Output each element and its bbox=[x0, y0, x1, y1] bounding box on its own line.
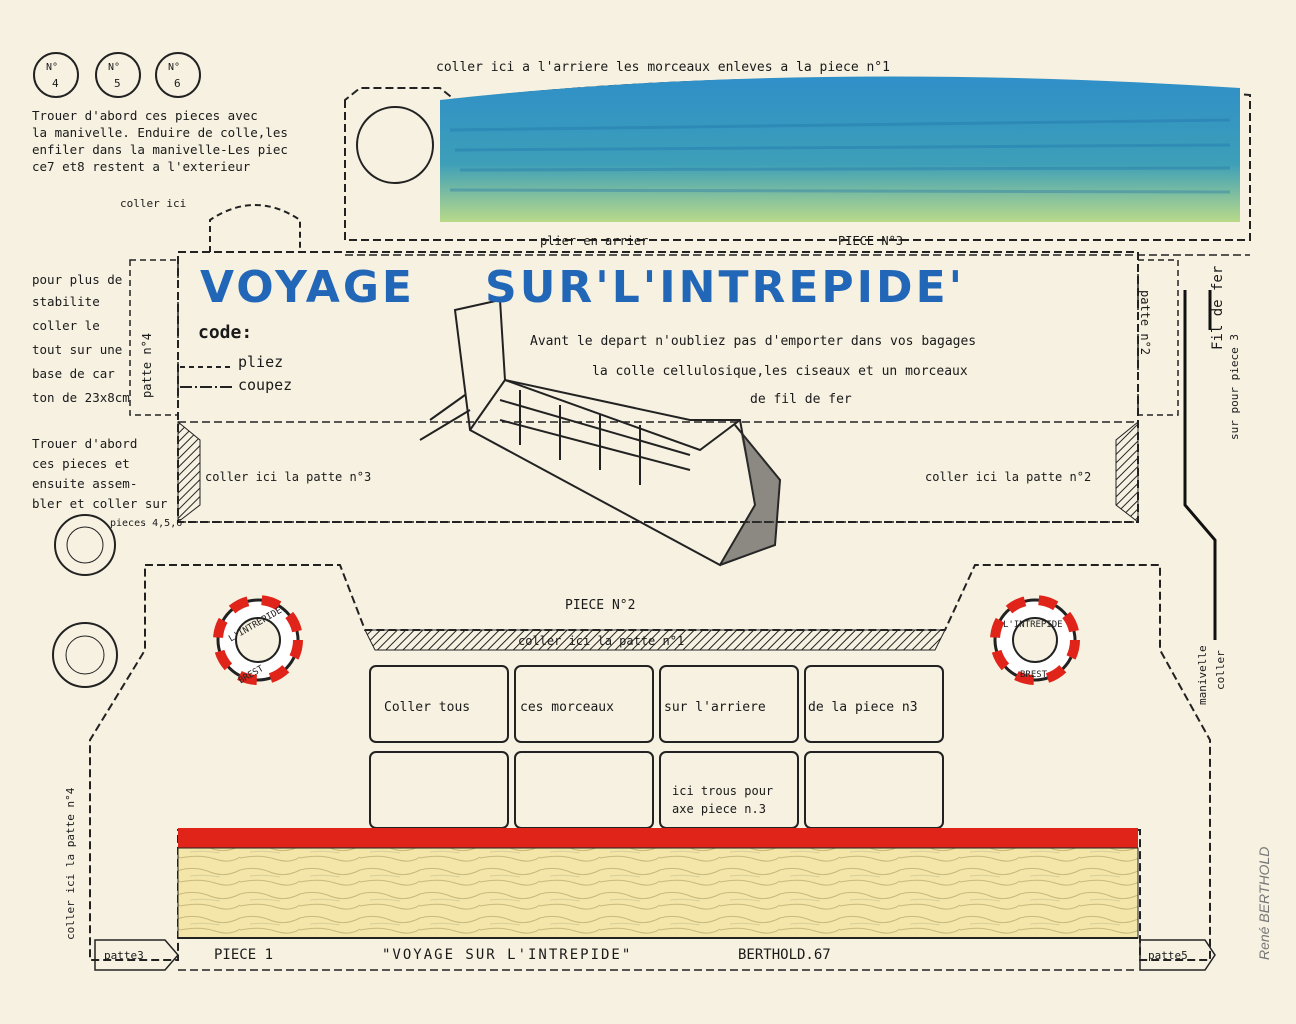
code-pliez: pliez bbox=[238, 353, 284, 371]
lifebuoy-right bbox=[990, 595, 1080, 685]
sur-piece3-label: sur pour piece 3 bbox=[1228, 334, 1241, 440]
piece5-num: 5 bbox=[114, 77, 121, 90]
piece5-no: N° bbox=[108, 62, 121, 73]
patte4-label: patte n°4 bbox=[140, 332, 154, 398]
lifebuoy-left bbox=[213, 595, 303, 685]
panel-text-1: Coller tous bbox=[384, 700, 471, 715]
note-stab-5: base de car bbox=[32, 366, 115, 381]
code-label: code: bbox=[198, 322, 253, 343]
left-vertical-label: coller ici la patte n°4 bbox=[64, 787, 77, 940]
patte2-label: patte n°2 bbox=[1138, 290, 1152, 356]
wood-deck bbox=[177, 847, 1139, 939]
lifebuoy-right-text: L'INTREPIDE bbox=[1003, 620, 1063, 630]
trous-2: axe piece n.3 bbox=[672, 802, 766, 816]
note-trouer2-1: Trouer d'abord bbox=[32, 436, 138, 451]
bottom-author: BERTHOLD.67 bbox=[738, 947, 831, 963]
piece4-no: N° bbox=[46, 62, 59, 73]
piece6-num: 6 bbox=[174, 77, 181, 90]
coller-patte2: coller ici la patte n°2 bbox=[925, 470, 1092, 484]
note-trouer-1: Trouer d'abord ces pieces avec bbox=[32, 108, 258, 123]
piece3-label: PIECE N°3 bbox=[838, 234, 904, 248]
red-band bbox=[178, 828, 1138, 848]
instruction-1: Avant le depart n'oubliez pas d'emporter… bbox=[530, 334, 977, 349]
piece4-num: 4 bbox=[52, 77, 59, 90]
note-trouer-4: ce7 et8 restent a l'exterieur bbox=[32, 159, 251, 174]
water-band bbox=[440, 76, 1240, 223]
note-trouer2-5: pieces 4,5,6 bbox=[110, 518, 183, 529]
signature: René BERTHOLD bbox=[1256, 846, 1272, 960]
panel-text-2: ces morceaux bbox=[520, 700, 614, 715]
panel-text-3: sur l'arriere bbox=[664, 700, 766, 715]
note-colle-ici: coller ici bbox=[120, 197, 187, 210]
ship-sketch bbox=[419, 298, 782, 567]
wire bbox=[1183, 290, 1217, 640]
note-trouer2-4: bler et coller sur bbox=[32, 496, 168, 511]
panel-text-4: de la piece n3 bbox=[808, 700, 918, 715]
title-intrepide: SUR'L'INTREPIDE' bbox=[485, 262, 966, 313]
note-stab-2: stabilite bbox=[32, 294, 100, 309]
bottom-name: "VOYAGE SUR L'INTREPIDE" bbox=[382, 947, 633, 963]
note-trouer2-3: ensuite assem- bbox=[32, 476, 138, 491]
coller-patte3: coller ici la patte n°3 bbox=[205, 470, 372, 484]
title-voyage: VOYAGE bbox=[200, 262, 415, 313]
piece6-no: N° bbox=[168, 62, 181, 73]
note-stab-6: ton de 23x8cm bbox=[32, 390, 130, 405]
code-coupez: coupez bbox=[238, 376, 293, 394]
note-trouer-3: enfiler dans la manivelle-Les piec bbox=[32, 142, 288, 157]
top-banner: coller ici a l'arriere les morceaux enle… bbox=[436, 60, 890, 75]
piece2-label: PIECE N°2 bbox=[565, 598, 636, 613]
note-trouer-2: la manivelle. Enduire de colle,les bbox=[32, 125, 288, 140]
trous-1: ici trous pour bbox=[672, 784, 774, 798]
note-trouer2-2: ces pieces et bbox=[32, 456, 130, 471]
fil-de-fer-label: Fil de fer bbox=[1210, 265, 1226, 350]
instruction-3: de fil de fer bbox=[750, 392, 852, 407]
instruction-2: la colle cellulosique,les ciseaux et un … bbox=[592, 364, 968, 379]
patte3-label: patte3 bbox=[104, 949, 144, 962]
note-stab-3: coller le bbox=[32, 318, 100, 333]
plier-label: plier en arrier bbox=[540, 234, 649, 248]
coller-patte1: coller ici la patte n°1 bbox=[518, 634, 685, 648]
note-stab-1: pour plus de bbox=[32, 272, 123, 287]
panel-grid bbox=[369, 665, 944, 829]
piece1-label: PIECE 1 bbox=[214, 947, 274, 963]
note-stab-4: tout sur une bbox=[32, 342, 123, 357]
manivelle-label: manivelle bbox=[1196, 645, 1209, 705]
lifebuoy-right-brest: BREST bbox=[1020, 670, 1048, 680]
piece3-hole bbox=[356, 106, 434, 184]
manivelle-coller: coller bbox=[1214, 650, 1227, 690]
patte5-label: patte5 bbox=[1148, 949, 1188, 962]
